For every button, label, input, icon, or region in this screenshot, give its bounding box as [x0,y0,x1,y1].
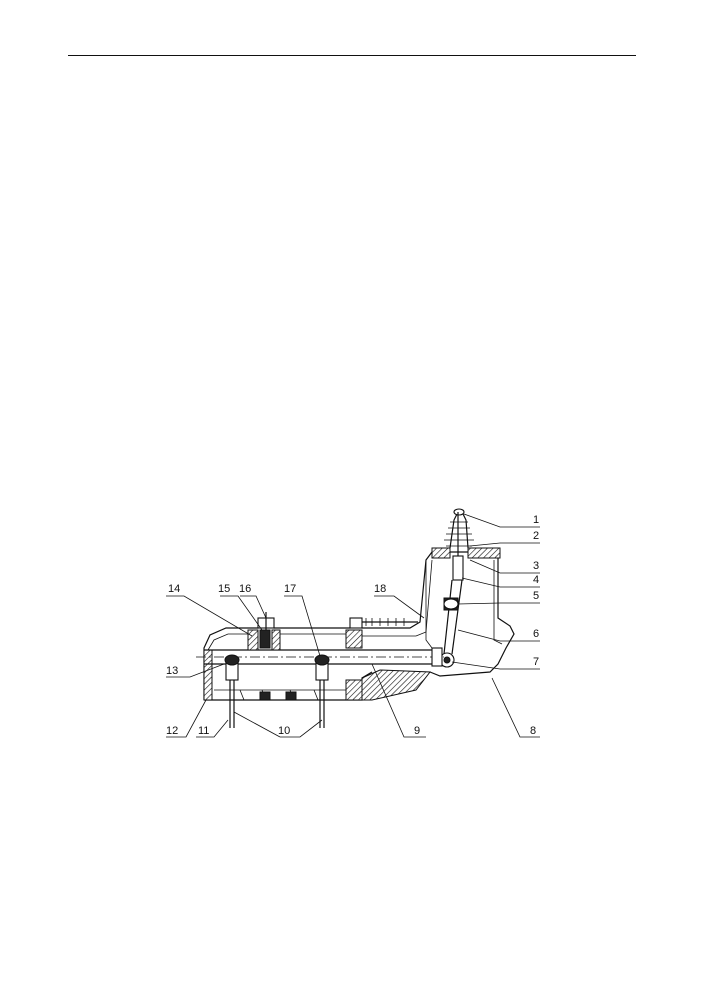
callout-17: 17 [284,583,296,595]
leader-lines [166,513,540,738]
callout-7: 7 [533,656,539,668]
left-bearing [224,654,240,728]
callout-labels: 1 2 3 4 5 6 7 8 9 10 11 12 13 14 15 16 1… [166,514,539,737]
callout-12: 12 [166,725,178,737]
callout-1: 1 [533,514,539,526]
callout-9: 9 [414,725,420,737]
bellows-boot [444,508,474,549]
callout-16: 16 [239,583,251,595]
callout-10: 10 [278,725,290,737]
header-rule [68,55,636,56]
housing-drawing [196,508,515,728]
callout-3: 3 [533,560,539,572]
vertical-rod [443,512,464,655]
callout-13: 13 [166,665,178,677]
callout-14: 14 [168,583,180,595]
callout-15: 15 [218,583,230,595]
adjusting-screw [247,612,281,651]
callout-5: 5 [533,590,539,602]
right-bearing [314,654,330,728]
callout-11: 11 [198,725,209,737]
top-stud [349,617,418,629]
callout-6: 6 [533,628,539,640]
callout-4: 4 [533,574,539,586]
callout-2: 2 [533,530,539,542]
callout-8: 8 [530,725,536,737]
callout-18: 18 [374,583,386,595]
